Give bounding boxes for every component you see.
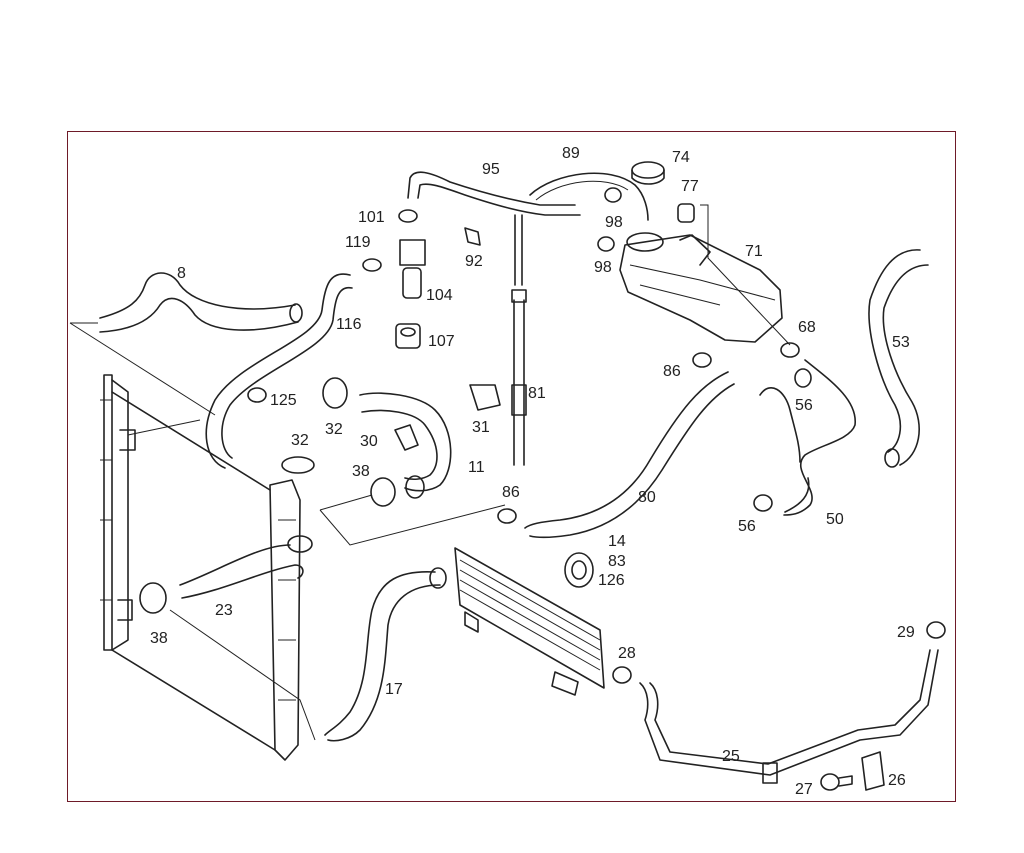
clamp-119 (362, 258, 382, 272)
callout-119: 119 (345, 234, 371, 251)
callout-53: 53 (892, 334, 910, 351)
callout-32-lower: 32 (291, 432, 309, 449)
callout-17: 17 (385, 681, 403, 698)
hose-8 (99, 272, 303, 333)
hose-95 (407, 171, 581, 216)
callout-56-lower: 56 (738, 518, 756, 535)
callout-81: 81 (528, 385, 546, 402)
callout-38-lower: 38 (150, 630, 168, 647)
callout-86-lower: 86 (502, 484, 520, 501)
clamp-38b (139, 582, 167, 614)
ring-107 (395, 323, 421, 349)
hose-11 (359, 392, 452, 499)
callout-126: 126 (598, 572, 625, 589)
callout-27: 27 (795, 781, 813, 798)
pipe-81 (511, 214, 527, 466)
callout-80: 80 (638, 489, 656, 506)
callout-95: 95 (482, 161, 500, 178)
callout-98-lower: 98 (594, 259, 612, 276)
callout-14: 14 (608, 533, 626, 550)
clamp-86b (497, 508, 517, 524)
callout-86-upper: 86 (663, 363, 681, 380)
clamp-86a (692, 352, 712, 368)
callout-8: 8 (177, 265, 186, 282)
clamp-38a (370, 477, 396, 507)
radiator (100, 374, 301, 761)
callout-125: 125 (270, 392, 297, 409)
callout-98-upper: 98 (605, 214, 623, 231)
callout-30: 30 (360, 433, 378, 450)
bracket-26 (861, 751, 885, 791)
hose-116 (205, 273, 353, 469)
callout-32-upper: 32 (325, 421, 343, 438)
hose-89 (529, 172, 649, 221)
callouts: 8 95 89 74 77 98 98 71 101 119 92 104 10… (150, 145, 915, 798)
callout-28: 28 (618, 645, 636, 662)
callout-107: 107 (428, 333, 455, 350)
callout-71: 71 (745, 243, 763, 260)
hose-53 (868, 249, 929, 468)
callout-116: 116 (336, 316, 362, 333)
ring-14 (564, 552, 594, 588)
clamp-98b (597, 236, 615, 252)
clamp-98a (604, 187, 622, 203)
callout-89: 89 (562, 145, 580, 162)
oil-cooler (454, 547, 605, 696)
clamp-32a (322, 377, 348, 409)
clamp-125 (247, 387, 267, 403)
bolt-27 (820, 773, 853, 791)
clamp-28 (612, 666, 632, 684)
callout-23: 23 (215, 602, 233, 619)
callout-74: 74 (672, 149, 690, 166)
bracket-30 (394, 424, 419, 451)
callout-83: 83 (608, 553, 626, 570)
clamp-32b (281, 456, 315, 474)
bracket-31 (469, 384, 501, 411)
pump-104 (399, 239, 426, 299)
callout-31: 31 (472, 419, 490, 436)
clamp-68 (780, 342, 800, 358)
clip-77 (677, 203, 695, 223)
callout-77: 77 (681, 178, 699, 195)
callout-68: 68 (798, 319, 816, 336)
callout-25: 25 (722, 748, 740, 765)
leader-lines (69, 204, 791, 741)
callout-104: 104 (426, 287, 453, 304)
hose-80 (524, 371, 735, 539)
diagram-frame (67, 131, 956, 802)
hose-23 (179, 535, 313, 599)
expansion-tank-71 (619, 232, 783, 343)
cap-74 (631, 161, 665, 185)
callout-56-upper: 56 (795, 397, 813, 414)
pipe-25 (639, 649, 939, 784)
clip-92 (464, 227, 481, 246)
clamp-101 (398, 209, 418, 223)
hose-50 (759, 359, 856, 516)
callout-11: 11 (468, 459, 485, 476)
callout-38-upper: 38 (352, 463, 370, 480)
callout-26: 26 (888, 772, 906, 789)
hose-17 (324, 567, 447, 742)
callout-101: 101 (358, 209, 385, 226)
clamp-56b (753, 494, 773, 512)
clamp-29 (926, 621, 946, 639)
callout-29: 29 (897, 624, 915, 641)
callout-50: 50 (826, 511, 844, 528)
callout-92: 92 (465, 253, 483, 270)
clamp-56a (794, 368, 812, 388)
